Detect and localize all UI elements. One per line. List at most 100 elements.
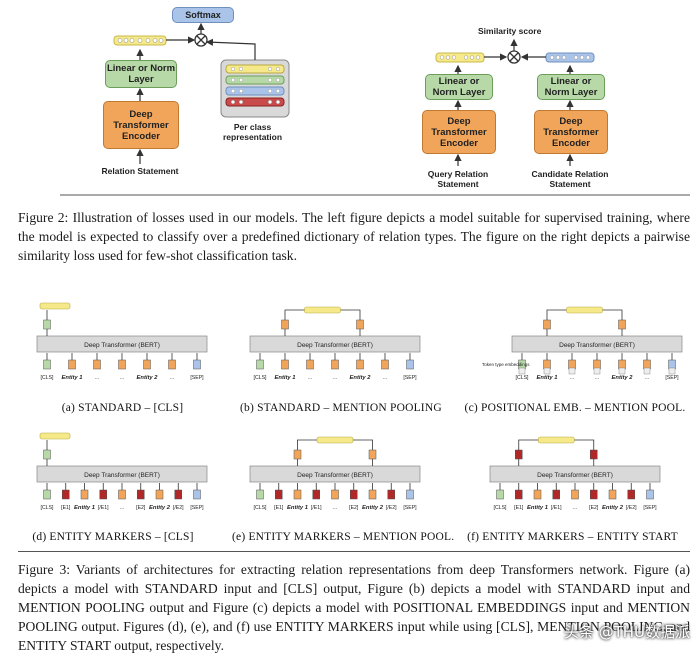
- panel-d-in-token-8: [193, 489, 201, 500]
- panel-a-out-token-0: [43, 319, 51, 330]
- panel-e-token-label-2: Entity 1: [287, 505, 308, 511]
- panel-e-token-label-4: ...: [333, 505, 337, 511]
- figure-2-diagram: [60, 22, 690, 196]
- panel-b-token-label-4: Entity 2: [350, 375, 372, 381]
- panel-c-out-token-1: [543, 319, 551, 330]
- panel-c-token-label-6: [SEP]: [665, 375, 679, 381]
- panel-a-in-token-4: [143, 359, 151, 370]
- panel-c-output-vector: [566, 306, 603, 314]
- panel-f-token-label-0: [CLS]: [494, 505, 508, 511]
- panel-e-in-token-1: [275, 489, 283, 500]
- panel-f-in-token-1: [515, 489, 523, 500]
- panel-f-out-token-1: [515, 449, 523, 460]
- panel-d-token-label-6: Entity 2: [149, 505, 171, 511]
- panel-e-out-token-6: [368, 449, 377, 460]
- figure-3-separator: [18, 551, 690, 552]
- similarity-score-label: Similarity score: [478, 26, 542, 36]
- per-class-label: Per class representation: [222, 122, 283, 142]
- panel-e-token-label-3: [/E1]: [311, 505, 322, 511]
- subcaption-f: (f) ENTITY MARKERS – ENTITY START: [467, 531, 678, 543]
- panel-a-bert-box: [36, 335, 208, 353]
- panel-e-token-label-0: [CLS]: [254, 505, 268, 511]
- panel-b-token-label-1: Entity 1: [275, 375, 296, 381]
- panel-e-out-token-2: [293, 449, 302, 460]
- panel-d-in-token-2: [80, 489, 89, 500]
- panel-d-output-vector: [39, 432, 71, 440]
- panel-c-bert-box: [511, 335, 683, 353]
- panel-c-bert-label: Deep Transformer (BERT): [559, 342, 635, 349]
- panel-f-token-label-3: [/E1]: [551, 505, 562, 511]
- panel-d-bert-box: [36, 465, 208, 483]
- panel-c-in-token-4: [618, 359, 626, 370]
- panel-b-out-token-4: [356, 319, 364, 330]
- panel-d-in-token-5: [137, 489, 145, 500]
- panel-f-token-label-1: [E1]: [514, 505, 524, 511]
- figure-3-diagram: Deep Transformer (BERT) [CLS] Entity 1....…: [36, 302, 683, 511]
- panel-c-tt-5: [643, 367, 651, 375]
- panel-d-token-label-1: [E1]: [61, 505, 71, 511]
- panel-c-in-token-5: [643, 359, 651, 370]
- panel-a-token-label-5: ...: [170, 375, 174, 381]
- panel-a-token-label-4: Entity 2: [137, 375, 159, 381]
- panel-d-in-token-0: [43, 489, 51, 500]
- panel-e-token-label-8: [SEP]: [403, 505, 417, 511]
- panel-d-out-token-0: [43, 449, 51, 460]
- panel-a-in-token-6: [193, 359, 201, 370]
- panel-b-in-token-6: [406, 359, 414, 370]
- panel-f-token-label-2: Entity 1: [527, 505, 548, 511]
- subcaption-a: (a) STANDARD – [CLS]: [61, 402, 184, 414]
- panel-c-token-type-label: Token type embeddings: [482, 362, 530, 367]
- panel-e-in-token-3: [312, 489, 320, 500]
- panel-c-tt-6: [668, 367, 676, 375]
- panel-c-out-token-4: [618, 319, 626, 330]
- query-statement-label: Query Relation Statement: [427, 169, 489, 189]
- panel-b-in-token-4: [356, 359, 364, 370]
- panel-e-in-token-7: [387, 489, 395, 500]
- panel-b-token-label-0: [CLS]: [254, 375, 268, 381]
- panel-a-in-token-1: [68, 359, 76, 370]
- panel-f-output-vector: [537, 436, 575, 444]
- panel-f-token-label-6: Entity 2: [602, 505, 624, 511]
- figure-3-caption: Figure 3: Variants of architectures for …: [18, 562, 690, 653]
- candidate-statement-label: Candidate Relation Statement: [531, 169, 609, 189]
- panel-e-bert-box: [249, 465, 421, 483]
- panel-d-in-token-7: [174, 489, 182, 500]
- panel-d-token-label-8: [SEP]: [190, 505, 204, 511]
- panel-b-bert-label: Deep Transformer (BERT): [297, 342, 373, 349]
- panel-d-in-token-3: [99, 489, 107, 500]
- panel-b-out-token-1: [281, 319, 289, 330]
- panel-b-token-label-6: [SEP]: [403, 375, 417, 381]
- panel-d-token-label-2: Entity 1: [74, 505, 95, 511]
- panel-c-tt-3: [593, 367, 601, 375]
- panel-e-token-label-5: [E2]: [349, 505, 359, 511]
- panel-b-output-vector: [304, 306, 341, 314]
- panel-c-tt-4: [618, 367, 626, 375]
- panel-a-token-label-2: ...: [95, 375, 99, 381]
- panel-c-tt-2: [568, 367, 576, 375]
- panel-d-in-token-6: [155, 489, 164, 500]
- watermark: 头条 @THU数据派: [563, 623, 690, 641]
- panel-b-bert-box: [249, 335, 421, 353]
- encoder-box-query: Deep Transformer Encoder: [422, 110, 496, 154]
- panel-c-tt-1: [543, 367, 551, 375]
- panel-f-bert-box: [489, 465, 661, 483]
- panel-f-out-token-5: [590, 449, 598, 460]
- panel-c-token-label-4: Entity 2: [612, 375, 634, 381]
- panel-e-in-token-8: [406, 489, 414, 500]
- panel-e-in-token-4: [331, 489, 339, 500]
- panel-d-token-label-4: ...: [120, 505, 124, 511]
- panel-b-in-token-2: [306, 359, 314, 370]
- panel-a-token-label-6: [SEP]: [190, 375, 204, 381]
- panel-a-in-token-3: [118, 359, 126, 370]
- panel-f-token-label-7: [/E2]: [626, 505, 637, 511]
- panel-b-token-label-3: ...: [333, 375, 337, 381]
- panel-a-in-token-5: [168, 359, 176, 370]
- subcaption-e: (e) ENTITY MARKERS – MENTION POOL.: [232, 531, 455, 543]
- panel-f-in-token-0: [496, 489, 504, 500]
- panel-f-in-token-7: [627, 489, 635, 500]
- panel-d-in-token-4: [118, 489, 126, 500]
- panel-d-token-label-7: [/E2]: [173, 505, 184, 511]
- panel-c-in-token-2: [568, 359, 576, 370]
- panel-b-in-token-0: [256, 359, 264, 370]
- panel-c-token-label-5: ...: [645, 375, 649, 381]
